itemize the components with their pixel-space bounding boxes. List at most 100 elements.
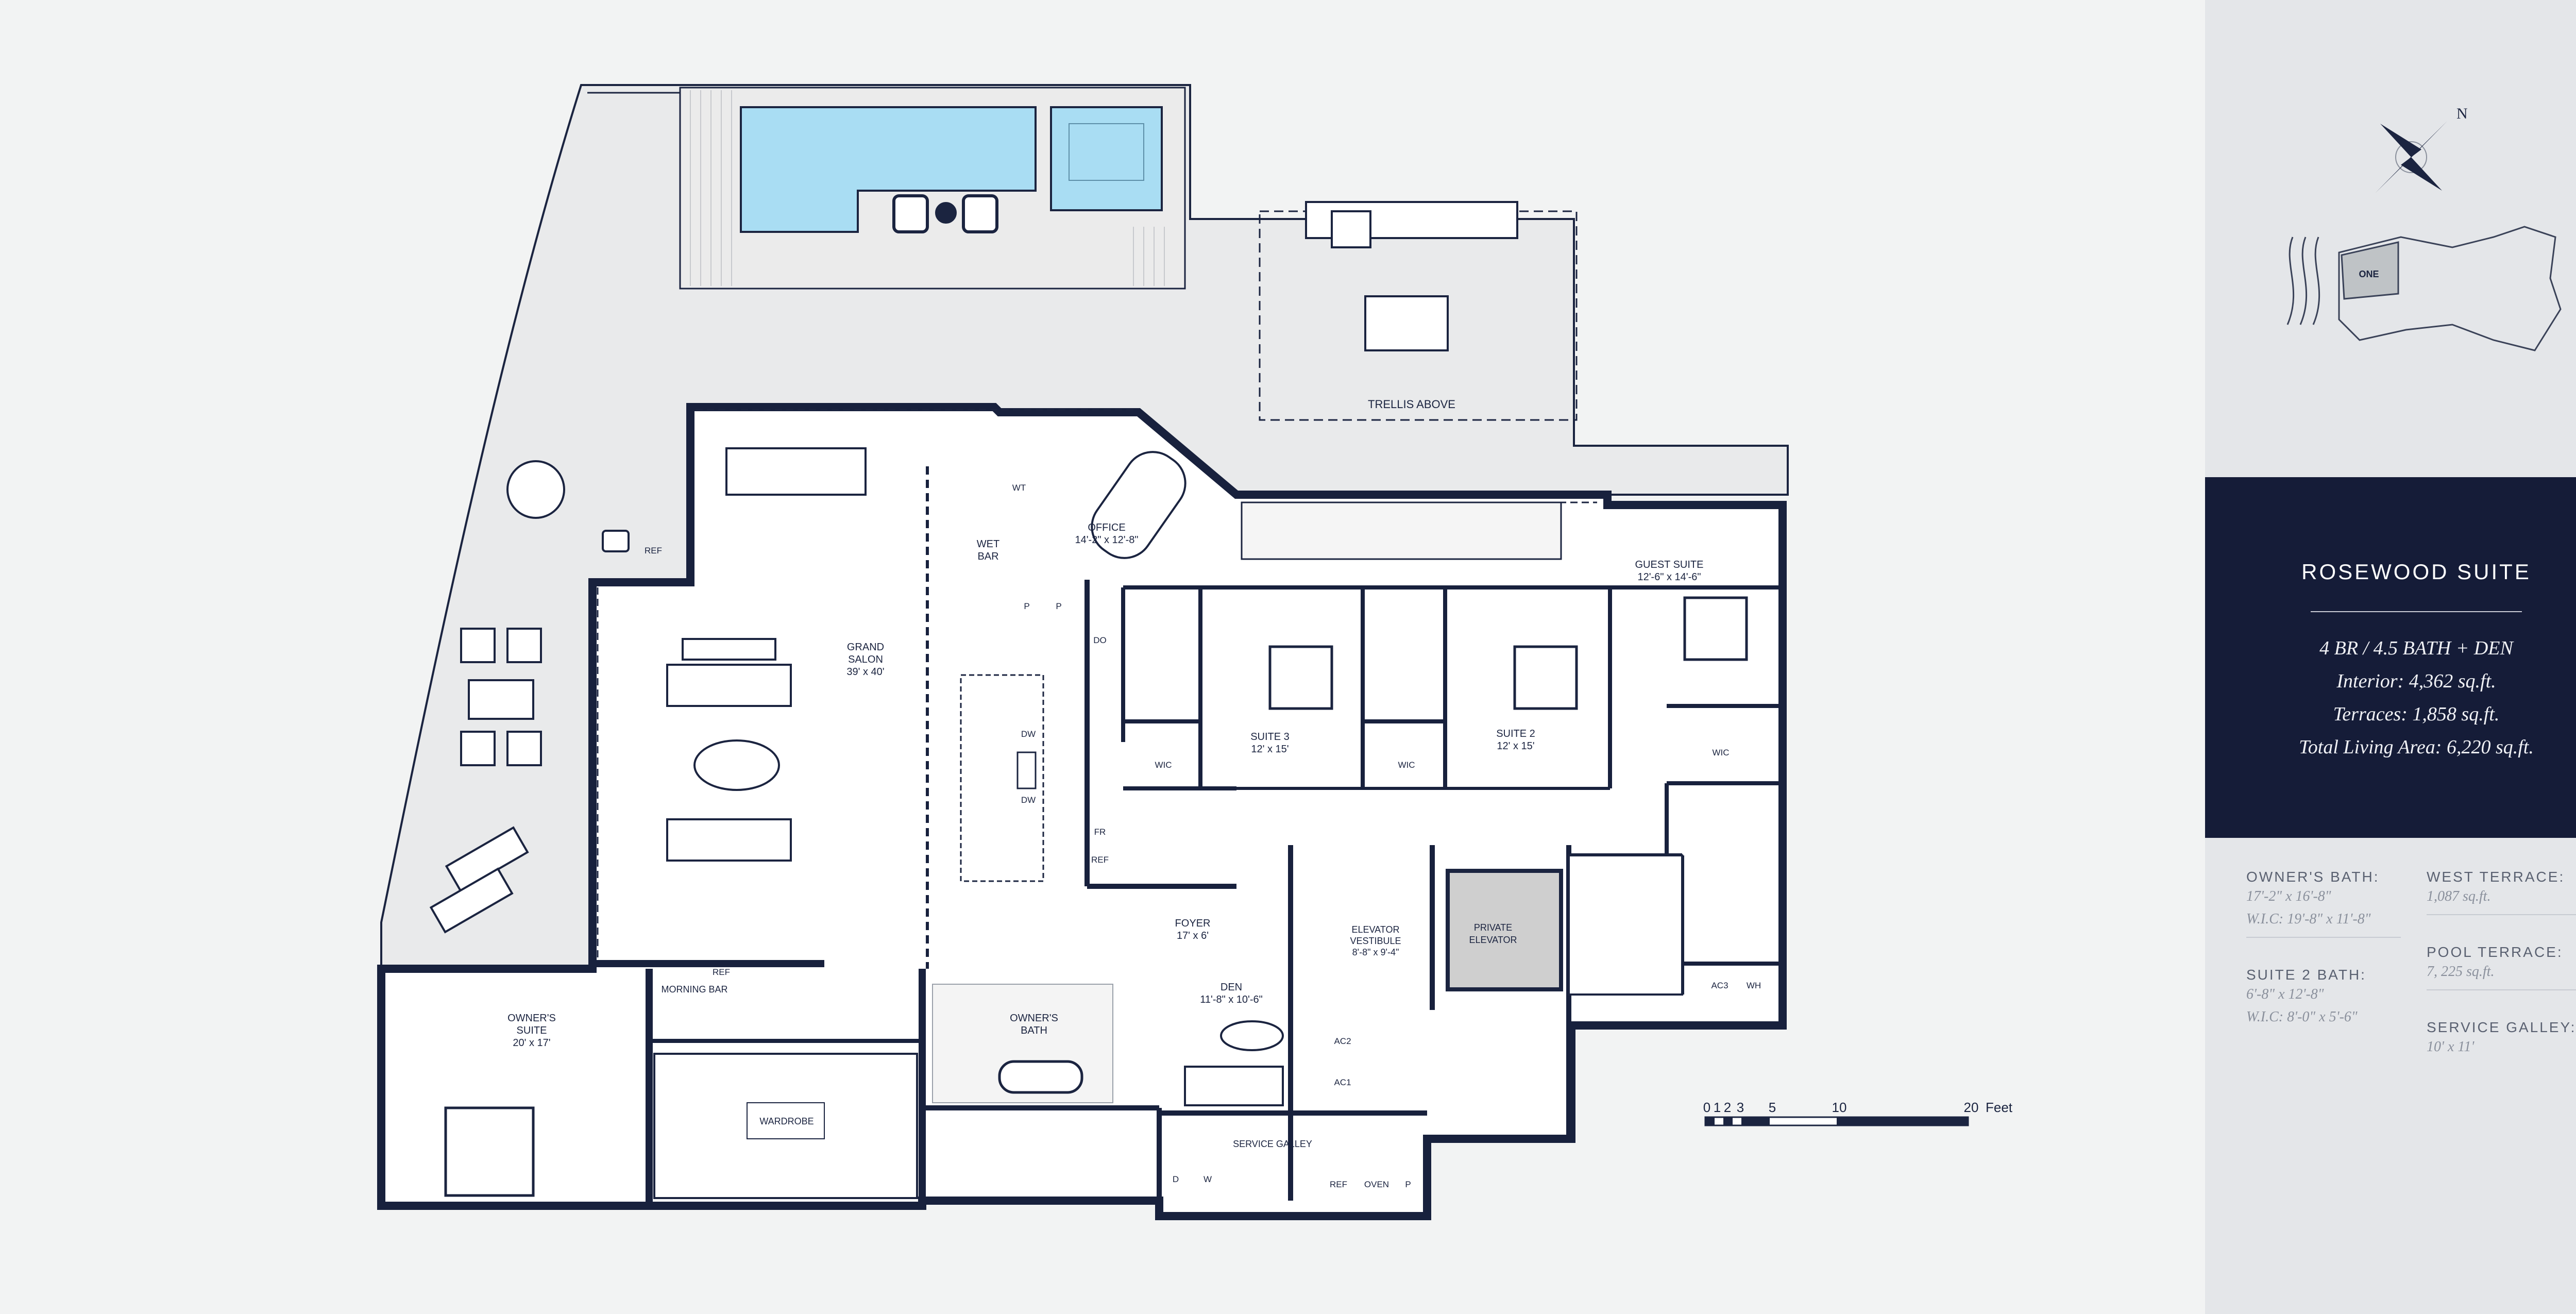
ac3-label: AC3: [1711, 981, 1728, 990]
stat-pool-terrace: POOL TERRACE: 7, 225 sq.ft.: [2427, 944, 2576, 1000]
pool-loungers: [892, 194, 998, 233]
title-rule: [2311, 611, 2522, 612]
trellis-area: [1259, 210, 1578, 421]
den-label: DEN: [1221, 982, 1242, 993]
scale-unit: Feet: [1986, 1100, 2013, 1115]
ref-label-1: REF: [1091, 855, 1109, 865]
suite2-dim: 12' x 15': [1497, 740, 1534, 752]
spa-inner: [1069, 123, 1144, 181]
grand-salon-label-2: SALON: [848, 654, 883, 665]
owners-suite-dim: 20' x 17': [513, 1037, 550, 1049]
room-labels: GRAND SALON 39' x 40' OFFICE 14'-2" x 12…: [507, 522, 1703, 1149]
owners-bath-label-1: OWNER'S: [1010, 1013, 1058, 1024]
suite-title-panel: ROSEWOOD SUITE 4 BR / 4.5 BATH + DEN Int…: [2205, 477, 2576, 838]
scale-bar: 0 1 2 3 5 10 20 Feet: [1703, 1100, 2013, 1126]
interior-floor: [377, 403, 1787, 1220]
stat-service-galley: SERVICE GALLEY: 10' x 11': [2427, 1019, 2576, 1058]
suite-specs: 4 BR / 4.5 BATH + DEN Interior: 4,362 sq…: [2205, 632, 2576, 764]
scale-tick-2: 2: [1724, 1100, 1731, 1115]
stat-value: W.I.C: 8'-0" x 5'-6": [2246, 1009, 2358, 1025]
elevator-vestibule-label-2: VESTIBULE: [1350, 936, 1401, 946]
washer-label: W: [1204, 1174, 1212, 1184]
outdoor-dining-table: [1364, 295, 1449, 351]
private-elevator-label-1: PRIVATE: [1474, 922, 1512, 933]
total-area: Total Living Area: 6,220 sq.ft.: [2299, 736, 2534, 758]
wardrobe-box: [747, 1102, 825, 1139]
office-dim: 14'-2" x 12'-8": [1075, 534, 1138, 546]
private-elevator-cab: [1446, 869, 1563, 991]
stat-suite2-bath: SUITE 2 BATH: 6'-8" x 12'-8" W.I.C: 8'-0…: [2246, 967, 2366, 1029]
owners-suite-label-1: OWNER'S: [507, 1013, 556, 1024]
bathtub: [998, 1060, 1083, 1094]
interior-walls: [592, 466, 1783, 1206]
stat-label: OWNER'S BATH:: [2246, 869, 2380, 885]
wardrobe-label: WARDROBE: [759, 1116, 814, 1126]
stat-owners-bath: OWNER'S BATH: 17'-2" x 16'-8" W.I.C: 19'…: [2246, 869, 2401, 947]
owners-bath-label-2: BATH: [1021, 1025, 1047, 1036]
elevator-vestibule-dim: 8'-8" x 9'-4": [1352, 947, 1399, 957]
stat-divider: [2427, 914, 2576, 915]
fixture-labels: WT P P DO DW DW FR REF REF REF REF WIC W…: [645, 483, 1761, 1189]
scale-tick-5: 5: [1769, 1100, 1776, 1115]
dryer-label: D: [1173, 1174, 1179, 1184]
pantry-label-3: P: [1405, 1180, 1411, 1189]
scale-tick-10: 10: [1832, 1100, 1847, 1115]
wt-label: WT: [1012, 483, 1026, 493]
suite2-label: SUITE 2: [1496, 728, 1535, 739]
unit-one-label: ONE: [2359, 269, 2379, 279]
dw-label-1: DW: [1021, 729, 1036, 739]
grill: [1331, 210, 1371, 248]
office-label: OFFICE: [1088, 522, 1125, 533]
cooktop: [1016, 751, 1037, 789]
stat-label: POOL TERRACE:: [2427, 944, 2563, 960]
den-table: [1220, 1020, 1284, 1051]
wic-label-1: WIC: [1155, 760, 1172, 770]
foyer-label: FOYER: [1175, 918, 1211, 929]
elevator-vestibule-label-1: ELEVATOR: [1351, 924, 1399, 935]
scale-tick-0: 0: [1703, 1100, 1710, 1115]
den-sofa: [1184, 1066, 1284, 1106]
pantry-label-2: P: [1056, 601, 1061, 611]
key-plan: ONE: [2286, 226, 2562, 351]
grand-salon-dim: 39' x 40': [846, 666, 884, 678]
dw-label-2: DW: [1021, 795, 1036, 805]
terraces-area: Terraces: 1,858 sq.ft.: [2333, 703, 2500, 725]
grand-salon-label-1: GRAND: [847, 642, 884, 653]
stat-value: 7, 225 sq.ft.: [2427, 964, 2495, 980]
living-furniture: [666, 638, 792, 862]
private-elevator-label-2: ELEVATOR: [1469, 935, 1517, 945]
floor-plan: TRELLIS ABOVE: [377, 84, 2013, 1220]
office-desk: [1091, 451, 1187, 559]
pantry-label-1: P: [1024, 601, 1029, 611]
stat-value: 6'-8" x 12'-8": [2246, 986, 2324, 1002]
stat-label: SERVICE GALLEY:: [2427, 1019, 2576, 1035]
morning-bar-label: MORNING BAR: [661, 984, 727, 995]
wet-bar-label-2: BAR: [977, 551, 998, 562]
stat-value: 10' x 11': [2427, 1039, 2475, 1055]
interior-area: Interior: 4,362 sq.ft.: [2336, 670, 2496, 692]
info-sidebar: N ONE ROSEWOOD SUITE 4 BR / 4.5 BATH + D…: [2205, 0, 2576, 1314]
balcony-strip: [1241, 501, 1562, 560]
ref-label-2: REF: [645, 546, 662, 555]
den-dim: 11'-8" x 10'-6": [1200, 994, 1263, 1005]
spa: [1050, 106, 1163, 211]
beds: [444, 596, 1748, 1197]
floor-plan-area: TRELLIS ABOVE: [377, 84, 2013, 1220]
guest-suite-dim: 12'-6" x 14'-6": [1637, 571, 1701, 583]
stat-value: W.I.C: 19'-8" x 11'-8": [2246, 911, 2371, 927]
scale-tick-3: 3: [1737, 1100, 1744, 1115]
stat-value: 1,087 sq.ft.: [2427, 888, 2491, 904]
trellis-label: TRELLIS ABOVE: [1368, 398, 1455, 411]
suite3-dim: 12' x 15': [1251, 744, 1289, 755]
do-label: DO: [1093, 635, 1107, 645]
unit-one-highlight: [2341, 241, 2399, 300]
ac2-label: AC2: [1334, 1036, 1351, 1046]
pool: [740, 106, 1037, 233]
beds-baths: 4 BR / 4.5 BATH + DEN: [2319, 637, 2513, 659]
stat-label: WEST TERRACE:: [2427, 869, 2565, 885]
wic-label-2: WIC: [1398, 760, 1415, 770]
fr-label: FR: [1094, 827, 1106, 837]
suite3-label: SUITE 3: [1250, 731, 1290, 743]
stat-divider: [2246, 937, 2401, 938]
scale-tick-20: 20: [1964, 1100, 1979, 1115]
